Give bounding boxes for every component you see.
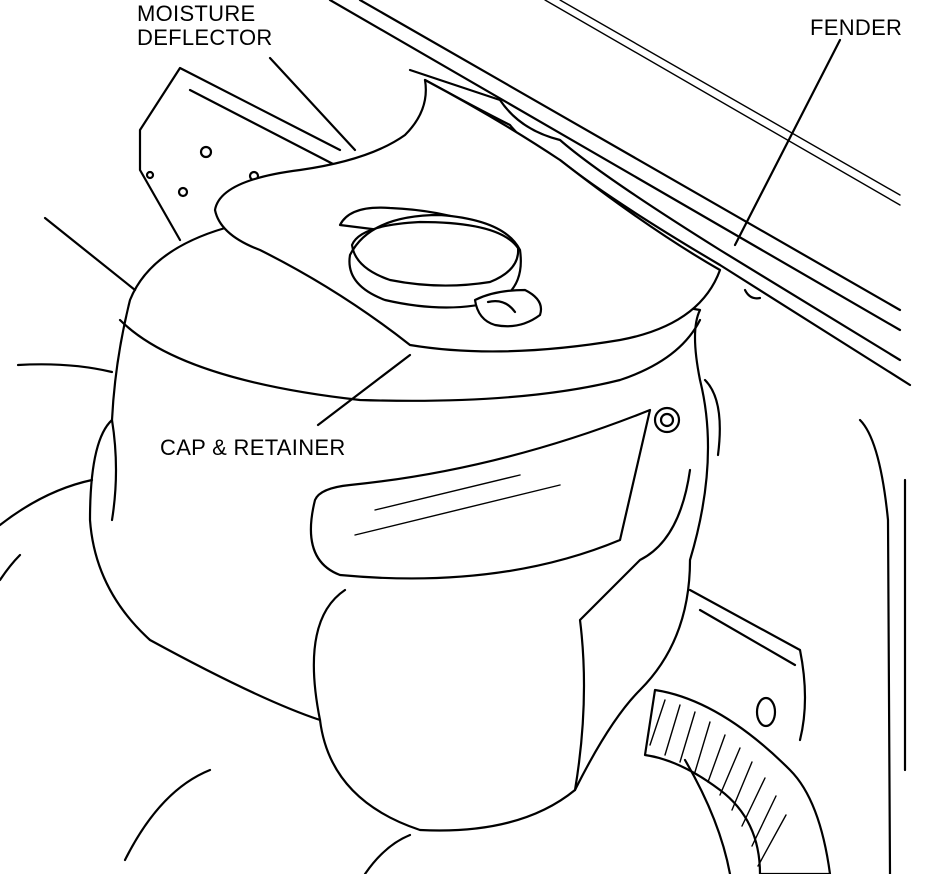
reservoir-tank bbox=[88, 226, 710, 832]
label-line: DEFLECTOR bbox=[137, 25, 273, 50]
label-moisture-deflector: MOISTURE DEFLECTOR bbox=[137, 2, 273, 50]
label-fender: FENDER bbox=[810, 15, 903, 40]
label-line: MOISTURE bbox=[137, 1, 256, 26]
leader-lines bbox=[268, 38, 842, 427]
mounting-bracket bbox=[138, 66, 342, 242]
moisture-deflector bbox=[213, 78, 722, 353]
cap-and-retainer bbox=[338, 206, 543, 328]
hose bbox=[643, 688, 832, 874]
inner-fender bbox=[688, 378, 907, 874]
label-cap-retainer: CAP & RETAINER bbox=[160, 435, 346, 460]
background-arcs bbox=[0, 216, 732, 874]
